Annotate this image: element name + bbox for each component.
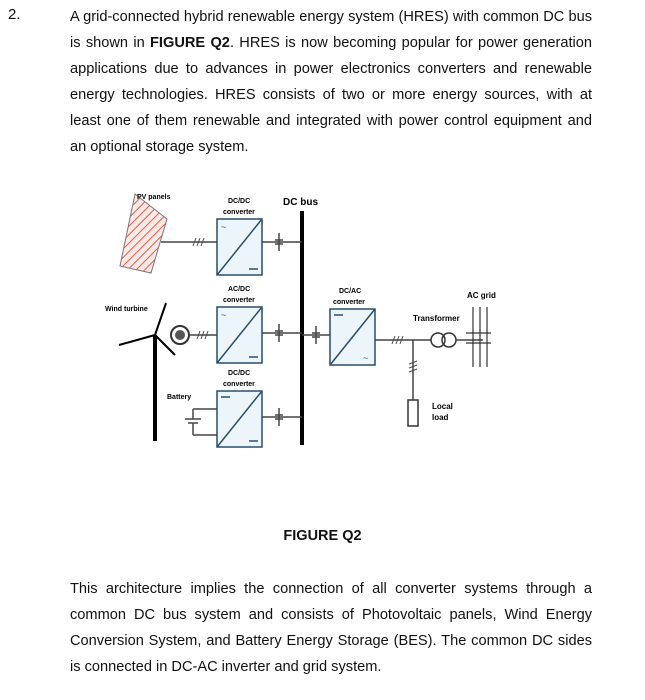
dcdc-converter-2-icon [216,390,263,448]
wind-turbine-label: Wind turbine [105,306,148,313]
dcac-converter-icon: ~ [329,308,376,366]
dcdc-1-capacitor-icon [275,233,283,251]
wind-wire-ticks [196,330,209,340]
dcdc-converter-1-label-1: DC/DC [228,198,250,205]
pv-wire-ticks [192,237,205,247]
ac-grid-icon [466,307,491,367]
dcdc-2-capacitor-icon [275,408,283,426]
dc-bus-label: DC bus [283,197,318,208]
acdc-converter-label-1: AC/DC [228,286,250,293]
dcac-converter-label-1: DC/AC [339,288,361,295]
hres-diagram: PV panels DC bus DC/DC converter ~ AC/DC… [105,193,496,448]
acdc-converter-label-2: converter [223,297,255,304]
question-number: 2. [8,6,21,23]
wind-turbine-icon [118,302,190,441]
svg-text:~: ~ [221,222,226,232]
transformer-label: Transformer [413,314,460,323]
grid-wire-ticks [391,335,404,345]
dcdc-converter-2-label-2: converter [223,381,255,388]
local-load-icon [407,399,419,427]
svg-text:~: ~ [363,353,368,363]
ac-grid-label: AC grid [467,291,496,300]
dcac-capacitor-icon [312,326,320,344]
figure-reference: FIGURE Q2 [150,35,230,51]
figure-caption: FIGURE Q2 [283,528,362,544]
dcdc-converter-2-label-1: DC/DC [228,370,250,377]
intro-text-start: A grid-connected hybrid renewable energy… [70,9,592,51]
dcdc-converter-1-icon: ~ [216,218,263,276]
local-load-label-1: Local [432,402,453,411]
dcdc-converter-1-label-2: converter [223,209,255,216]
intro-text-end: . HRES is now becoming popular for power… [70,35,593,155]
acdc-capacitor-icon [275,324,283,342]
battery-label: Battery [167,394,191,401]
intro-paragraph: A grid-connected hybrid renewable energy… [70,4,592,160]
local-load-label-2: load [432,413,449,422]
battery-icon [185,408,217,436]
pv-panel-icon [119,193,168,274]
pv-panels-label: PV panels [137,194,171,201]
dcac-converter-label-2: converter [333,299,365,306]
svg-text:~: ~ [221,310,226,320]
transformer-icon [430,332,457,348]
acdc-converter-icon: ~ [216,306,263,364]
conclusion-paragraph: This architecture implies the connection… [70,581,592,675]
load-wire-ticks [408,360,418,373]
